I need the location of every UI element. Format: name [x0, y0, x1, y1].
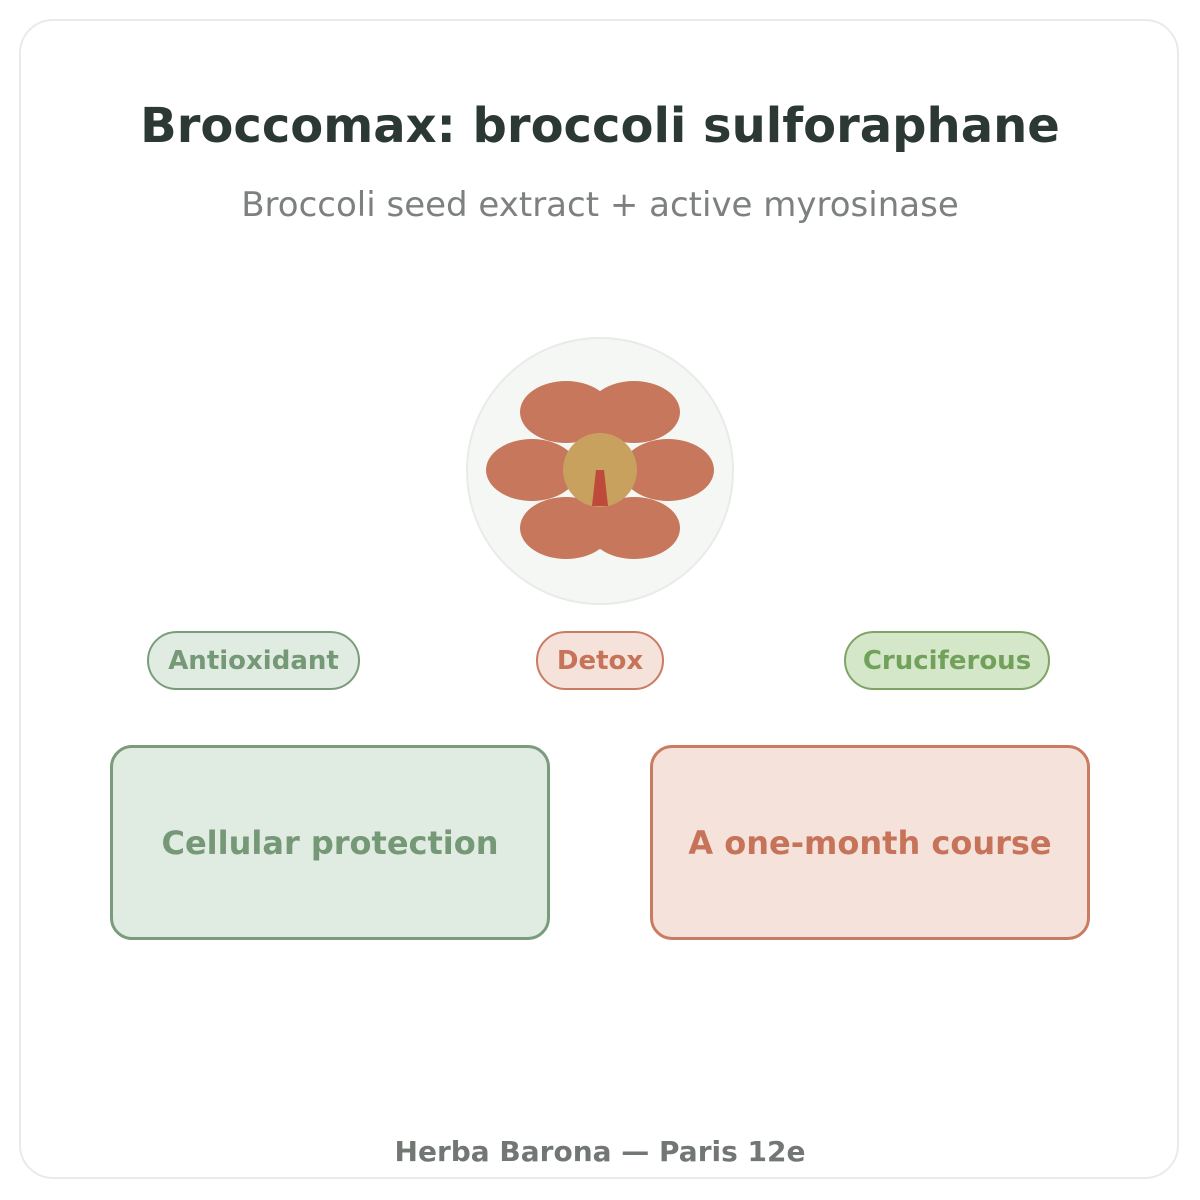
tag-cruciferous: Cruciferous: [844, 631, 1050, 690]
page-title: Broccomax: broccoli sulforaphane: [140, 98, 1060, 154]
broccoli-stem: [592, 470, 608, 506]
panel-cellular-protection: Cellular protection: [110, 745, 550, 940]
tag-label: Cruciferous: [862, 645, 1032, 676]
floret: [520, 497, 612, 559]
tag-antioxidant: Antioxidant: [147, 631, 360, 690]
floret: [486, 439, 578, 501]
tag-label: Antioxidant: [168, 645, 339, 676]
tag-detox: Detox: [536, 631, 664, 690]
broccoli-illustration: [465, 336, 735, 606]
floret: [520, 381, 612, 443]
floret: [588, 497, 680, 559]
page-subtitle: Broccoli seed extract + active myrosinas…: [241, 185, 959, 225]
panel-label: Cellular protection: [161, 823, 499, 862]
panel-label: A one-month course: [688, 823, 1052, 862]
panel-one-month-course: A one-month course: [650, 745, 1090, 940]
tag-label: Detox: [556, 645, 644, 676]
floret: [622, 439, 714, 501]
broccoli-icon: [466, 337, 734, 605]
footer-text: Herba Barona — Paris 12e: [394, 1135, 806, 1168]
floret: [588, 381, 680, 443]
